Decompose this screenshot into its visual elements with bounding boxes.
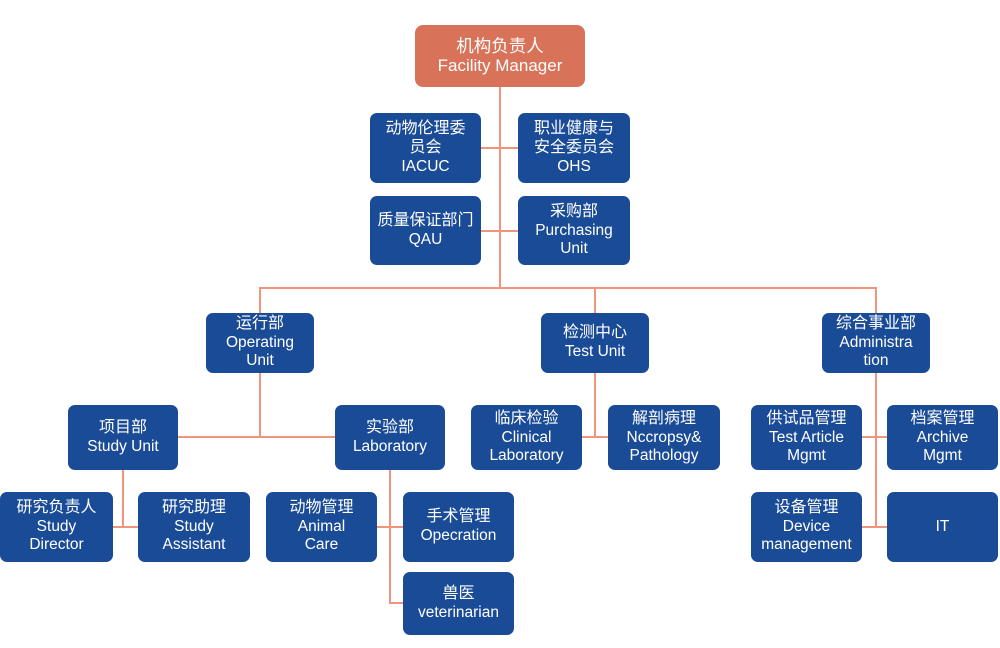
node-label-en: Animal Care <box>297 518 346 554</box>
node-label-en: Administra tion <box>839 334 913 370</box>
node-label-en: Operating Unit <box>225 334 295 370</box>
org-node-device-management: 设备管理 Device management <box>751 492 862 562</box>
node-label-zh: 运行部 <box>235 315 284 333</box>
connector-line <box>481 147 518 149</box>
org-node-study-director: 研究负责人 Study Director <box>0 492 113 562</box>
connector-line <box>594 287 596 313</box>
node-label-en: OHS <box>557 157 591 175</box>
node-label-zh: 设备管理 <box>774 499 839 517</box>
org-node-qau: 质量保证部门 QAU <box>370 196 481 265</box>
node-label-en: Test Unit <box>564 343 626 361</box>
node-label-en: Study Director <box>29 518 84 554</box>
connector-line <box>594 373 596 437</box>
org-node-ohs: 职业健康与 安全委员会 OHS <box>518 113 630 183</box>
connector-line <box>259 287 877 289</box>
org-node-operating-unit: 运行部 Operating Unit <box>206 313 314 373</box>
org-node-necropsy-pathology: 解剖病理 Nccropsy& Pathology <box>608 405 720 470</box>
node-label-en: Study Unit <box>87 437 159 455</box>
org-node-administration: 综合事业部 Administra tion <box>822 313 930 373</box>
org-node-study-unit: 项目部 Study Unit <box>68 405 178 470</box>
node-label-en: veterinarian <box>418 603 499 621</box>
node-label-zh: 实验部 <box>365 418 414 436</box>
connector-line <box>499 87 501 288</box>
connector-line <box>862 526 887 528</box>
node-label-en: Laboratory <box>352 437 428 455</box>
node-label-zh: 供试品管理 <box>766 409 847 427</box>
node-label-zh: 综合事业部 <box>835 315 916 333</box>
org-node-facility-manager: 机构负责人 Facility Manager <box>415 25 585 87</box>
node-label-en: Study Assistant <box>162 518 226 554</box>
node-label-zh: 档案管理 <box>910 409 975 427</box>
node-label-zh: 解剖病理 <box>631 409 696 427</box>
org-node-clinical-laboratory: 临床检验 Clinical Laboratory <box>471 405 582 470</box>
connector-line <box>875 373 877 528</box>
node-label-zh: 研究助理 <box>161 499 226 517</box>
connector-line <box>259 287 261 313</box>
node-label-en: Purchasing Unit <box>535 221 613 257</box>
node-label-en: Clinical Laboratory <box>489 428 564 464</box>
node-label-en: Test Article Mgmt <box>769 428 844 464</box>
connector-line <box>389 470 391 603</box>
node-label-zh: 手术管理 <box>426 508 491 526</box>
org-node-test-article-mgmt: 供试品管理 Test Article Mgmt <box>751 405 862 470</box>
org-node-laboratory: 实验部 Laboratory <box>335 405 445 470</box>
node-label-en: Facility Manager <box>437 56 563 76</box>
org-node-veterinarian: 兽医 veterinarian <box>403 572 514 635</box>
node-label-zh: 动物管理 <box>289 499 354 517</box>
connector-line <box>113 526 138 528</box>
connector-line <box>122 470 124 527</box>
connector-line <box>582 436 608 438</box>
org-node-animal-care: 动物管理 Animal Care <box>266 492 377 562</box>
node-label-zh: 质量保证部门 <box>377 211 474 229</box>
org-node-operation: 手术管理 Opecration <box>403 492 514 562</box>
node-label-en: IT <box>935 517 950 535</box>
node-label-zh: 兽医 <box>442 584 475 602</box>
node-label-zh: 检测中心 <box>562 324 627 342</box>
org-node-archive-mgmt: 档案管理 Archive Mgmt <box>887 405 998 470</box>
connector-line <box>377 526 403 528</box>
node-label-zh: 临床检验 <box>494 409 559 427</box>
node-label-zh: 采购部 <box>549 202 598 220</box>
connector-line <box>481 230 518 232</box>
node-label-zh: 机构负责人 <box>456 35 544 56</box>
node-label-en: IACUC <box>401 157 450 175</box>
node-label-en: Nccropsy& Pathology <box>626 428 702 464</box>
org-node-iacuc: 动物伦理委 员会 IACUC <box>370 113 481 183</box>
org-node-purchasing-unit: 采购部 Purchasing Unit <box>518 196 630 265</box>
node-label-zh: 项目部 <box>98 418 147 436</box>
connector-line <box>259 373 261 437</box>
org-node-it: IT <box>887 492 998 562</box>
connector-line <box>178 436 336 438</box>
node-label-en: QAU <box>408 230 443 248</box>
node-label-en: Device management <box>761 518 852 554</box>
node-label-en: Opecration <box>420 527 497 545</box>
connector-line <box>875 287 877 313</box>
node-label-zh: 动物伦理委 员会 <box>385 119 466 156</box>
org-node-study-assistant: 研究助理 Study Assistant <box>138 492 250 562</box>
node-label-en: Archive Mgmt <box>916 428 969 464</box>
node-label-zh: 职业健康与 安全委员会 <box>533 119 614 156</box>
org-node-test-unit: 检测中心 Test Unit <box>541 313 649 373</box>
connector-line <box>862 436 887 438</box>
connector-line <box>389 602 403 604</box>
node-label-zh: 研究负责人 <box>16 499 97 517</box>
